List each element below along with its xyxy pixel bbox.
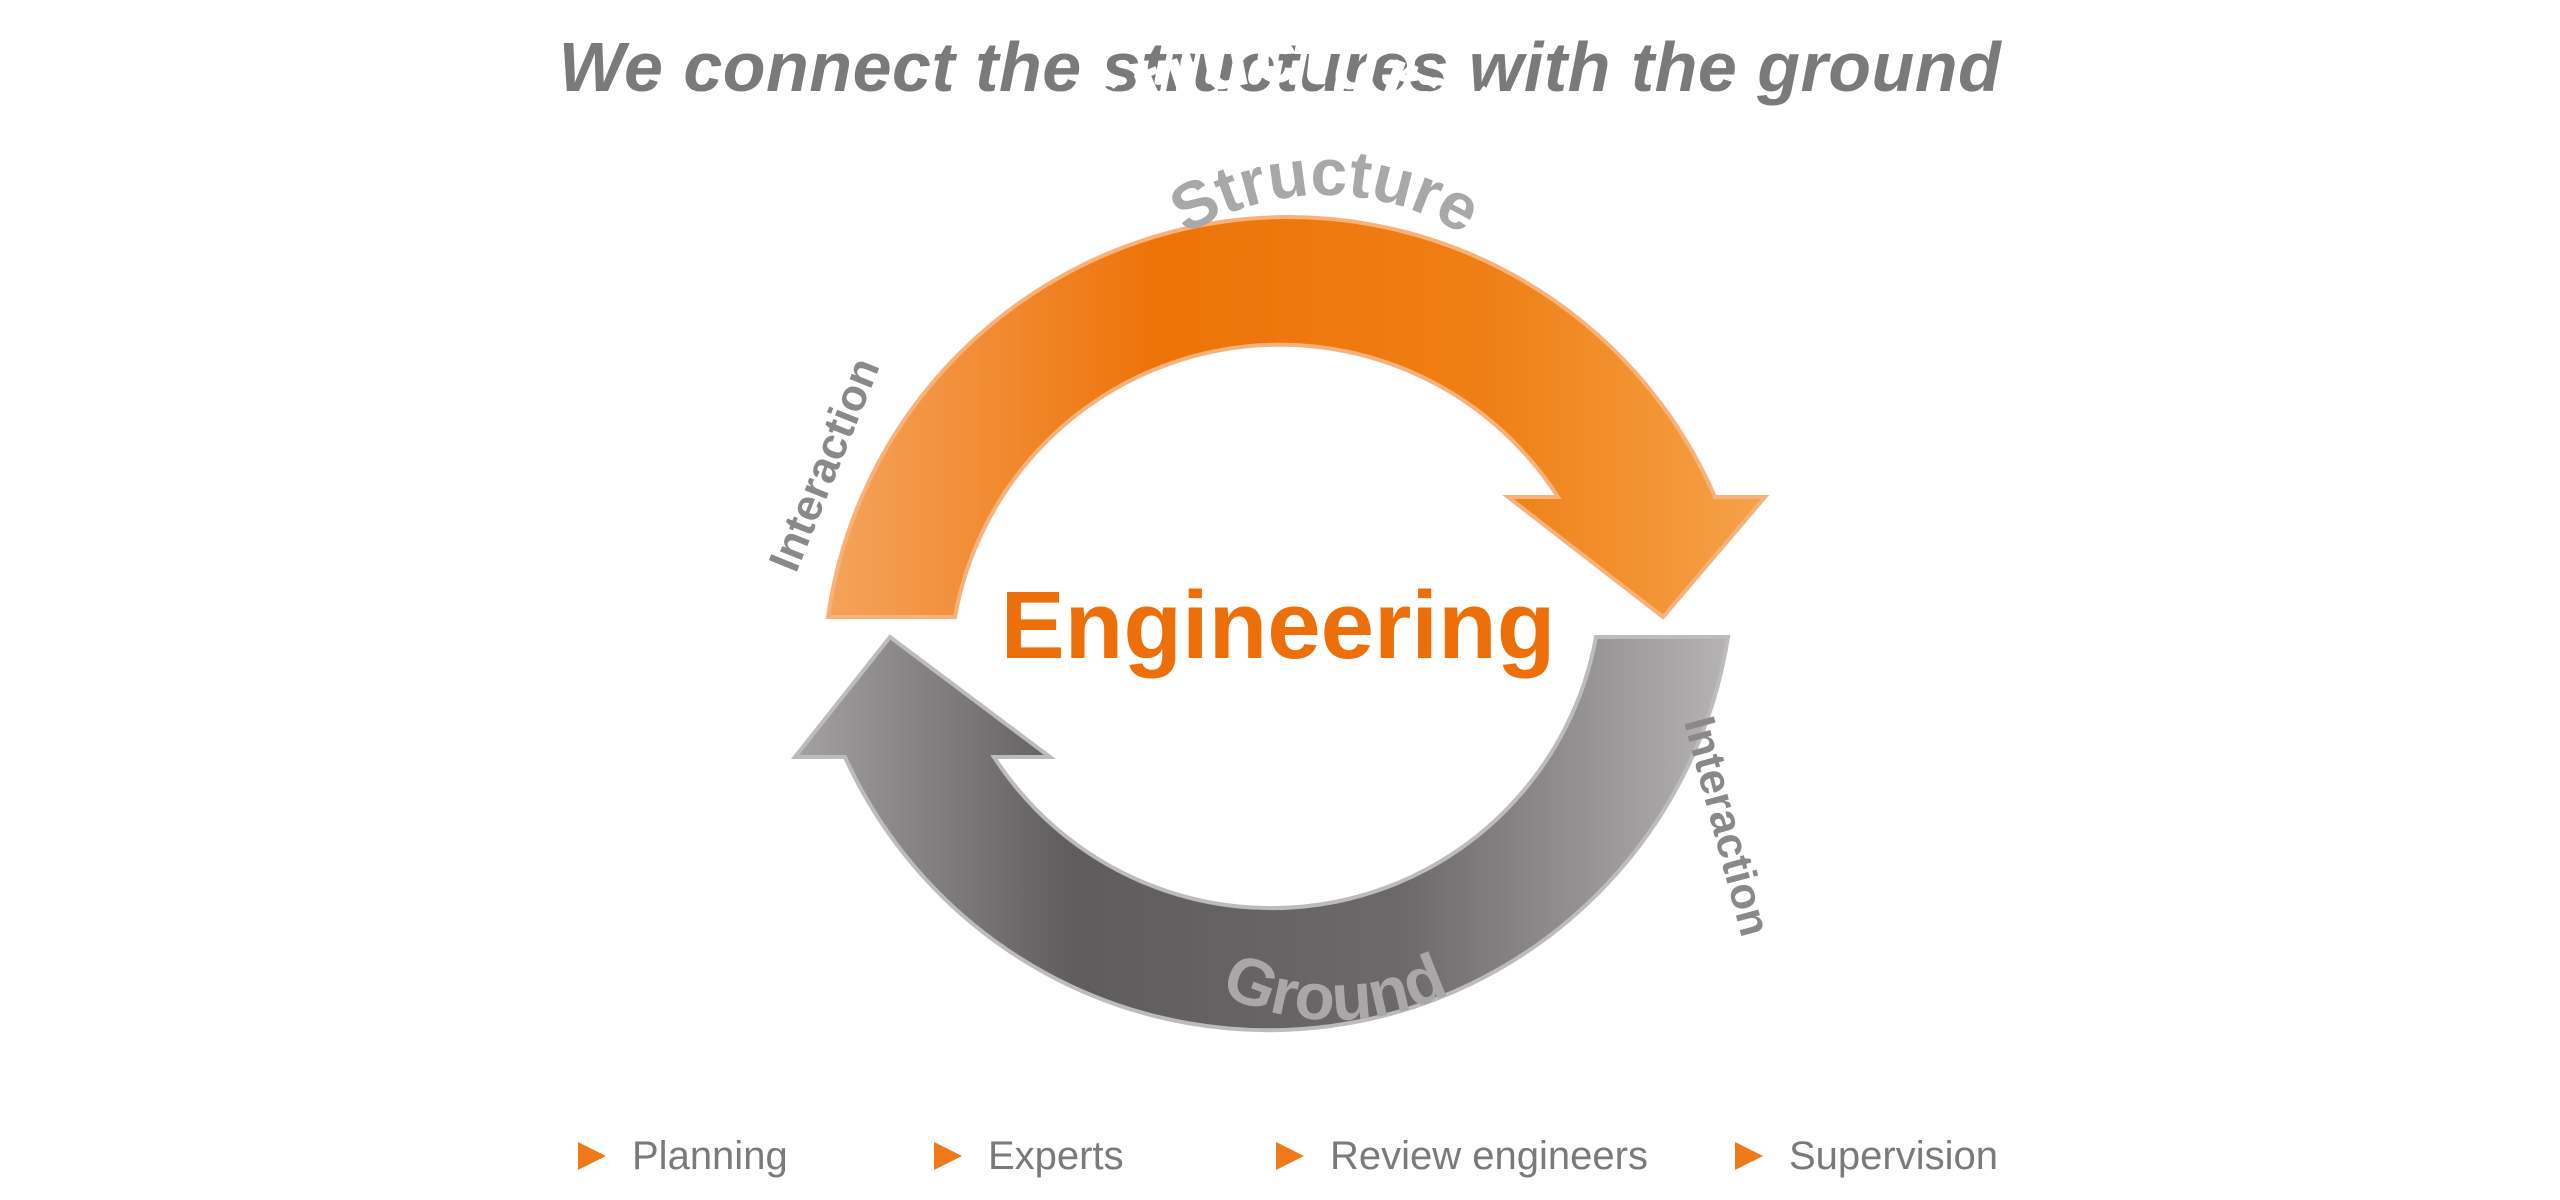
bullet-experts: Experts xyxy=(934,1128,1124,1184)
headline: We connect the structures with the groun… xyxy=(558,28,2002,106)
right-interaction-label: Interaction xyxy=(1674,711,1780,941)
bullet-planning: Planning xyxy=(578,1128,788,1184)
structural-label: Structural xyxy=(1066,11,1507,157)
structural-label-text: Structural xyxy=(1066,11,1505,157)
bullet-label: Experts xyxy=(988,1133,1124,1178)
center-label: Engineering xyxy=(1001,572,1556,679)
bullet-review-engineers: Review engineers xyxy=(1276,1128,1648,1184)
service-list: Planning Experts Review engineers Superv… xyxy=(0,1128,2560,1184)
structural-arrow xyxy=(825,215,1770,620)
triangle-bullet-icon xyxy=(1276,1142,1304,1170)
triangle-bullet-icon xyxy=(578,1142,606,1170)
bullet-label: Supervision xyxy=(1789,1133,1999,1178)
bullet-supervision: Supervision xyxy=(1735,1128,1998,1184)
triangle-bullet-icon xyxy=(934,1142,962,1170)
geotecnics-arrow xyxy=(790,634,1731,1033)
triangle-bullet-icon xyxy=(1735,1142,1763,1170)
bullet-label: Planning xyxy=(632,1133,788,1178)
bullet-label: Review engineers xyxy=(1330,1133,1648,1178)
